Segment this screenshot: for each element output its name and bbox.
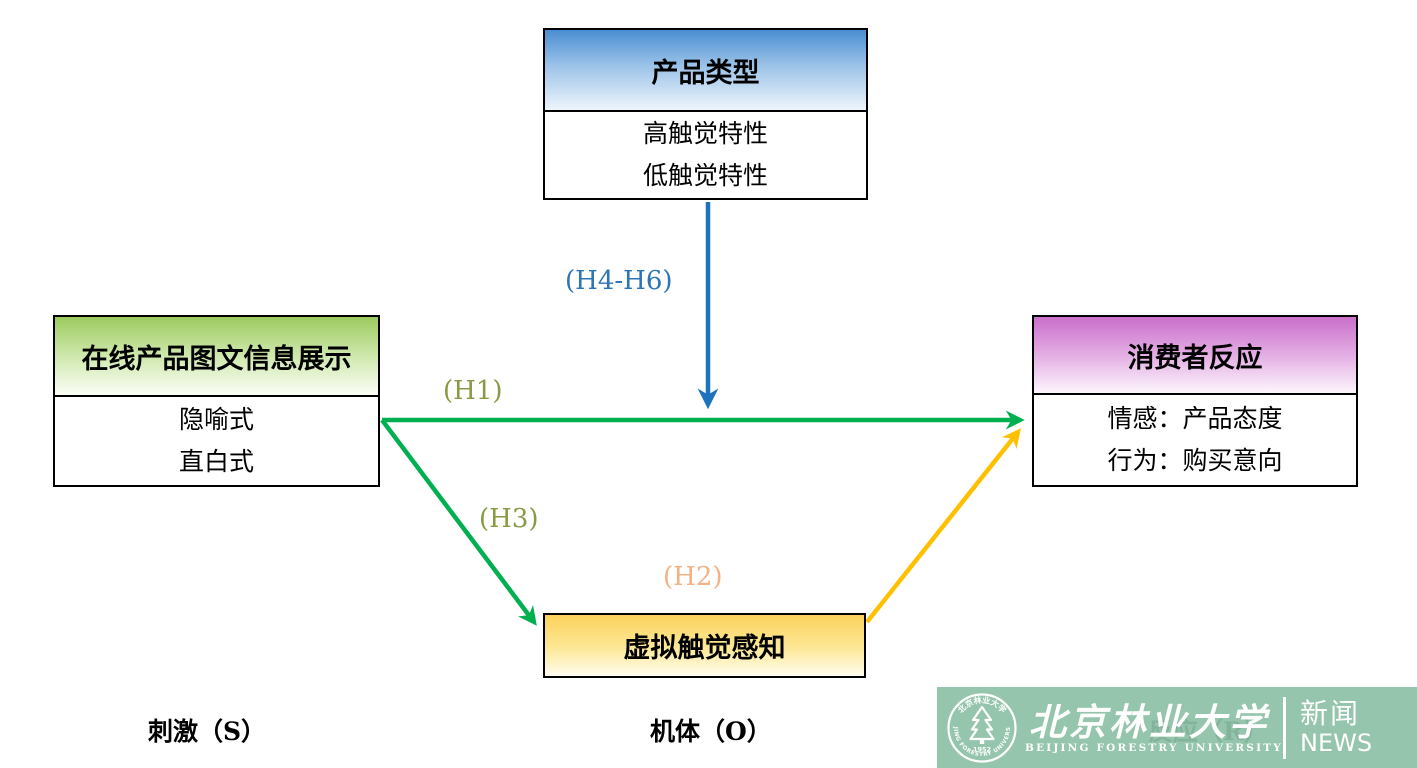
news-label-cn: 新闻 xyxy=(1300,696,1361,730)
product-type-body: 高触觉特性 低触觉特性 xyxy=(545,112,866,198)
hypothesis-label-h2: (H2) xyxy=(663,562,723,592)
svg-text:北京林业大学: 北京林业大学 xyxy=(955,694,1008,714)
banner-divider xyxy=(1283,696,1286,759)
university-name-block: 北京林业大学 BEIJING FORESTRY UNIVERSITY xyxy=(1025,699,1283,754)
virtual-touch-box: 虚拟触觉感知 xyxy=(543,613,866,678)
product-type-box: 产品类型 高触觉特性 低触觉特性 xyxy=(543,28,868,200)
university-name-cn: 北京林业大学 xyxy=(1029,699,1269,744)
consumer-response-item-affect: 情感：产品态度 xyxy=(1107,404,1283,433)
virtual-touch-title: 虚拟触觉感知 xyxy=(623,633,786,664)
university-news-watermark: 北京林业大学 BEIJING FORESTRY UNIVERSITY 1952 … xyxy=(937,687,1417,768)
consumer-response-title: 消费者反应 xyxy=(1034,317,1356,395)
online-display-title: 在线产品图文信息展示 xyxy=(55,317,378,397)
stage-label-organism: 机体（O） xyxy=(650,717,772,746)
hypothesis-label-h3: (H3) xyxy=(479,504,539,534)
consumer-response-item-behavior: 行为：购买意向 xyxy=(1107,446,1283,475)
consumer-response-body: 情感：产品态度 行为：购买意向 xyxy=(1034,395,1356,485)
stage-label-stimulus: 刺激（S） xyxy=(148,717,267,746)
arrow-h2-to-response xyxy=(865,428,1021,624)
product-type-item-low: 低触觉特性 xyxy=(642,161,768,190)
news-label-en: NEWS xyxy=(1300,728,1373,757)
hypothesis-label-h4-h6: (H4-H6) xyxy=(565,266,673,296)
online-display-item-literal: 直白式 xyxy=(178,447,254,476)
hypothesis-label-h1: (H1) xyxy=(443,376,503,406)
seal-tree-icon xyxy=(969,705,995,744)
online-display-item-metaphor: 隐喻式 xyxy=(178,405,254,434)
seal-arc-cn: 北京林业大学 xyxy=(955,694,1008,714)
consumer-response-box: 消费者反应 情感：产品态度 行为：购买意向 xyxy=(1032,315,1358,487)
seal-year: 1952 xyxy=(973,745,991,753)
news-label-block: 新闻 NEWS xyxy=(1300,696,1373,757)
university-seal-icon: 北京林业大学 BEIJING FORESTRY UNIVERSITY 1952 xyxy=(945,691,1017,763)
product-type-item-high: 高触觉特性 xyxy=(642,119,768,148)
product-type-title: 产品类型 xyxy=(545,30,866,112)
online-display-body: 隐喻式 直白式 xyxy=(55,397,378,485)
university-name-en: BEIJING FORESTRY UNIVERSITY xyxy=(1025,741,1283,754)
online-display-box: 在线产品图文信息展示 隐喻式 直白式 xyxy=(53,315,380,487)
